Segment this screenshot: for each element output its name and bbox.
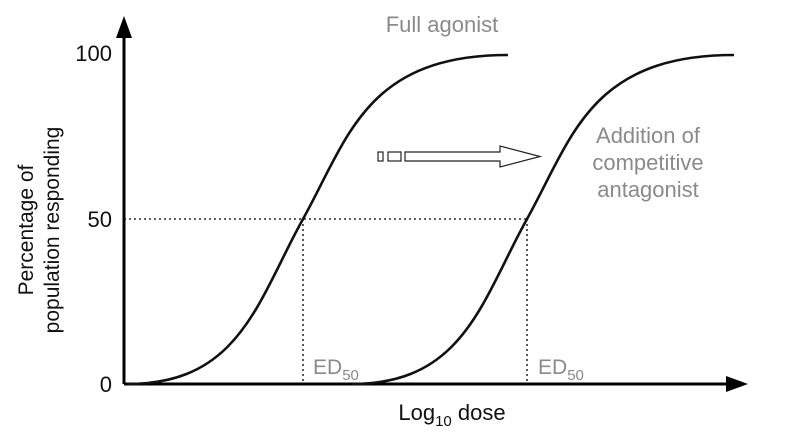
y-axis-label-line2: population responding	[41, 127, 64, 334]
full-agonist-curve	[127, 53, 509, 386]
ed50-label-2-subscript: 50	[567, 367, 584, 384]
x-axis-label-dose: dose	[452, 400, 506, 425]
ed50-label-2: ED50	[538, 356, 584, 384]
shift-arrow	[377, 145, 543, 168]
ed50-label-2-main: ED	[538, 356, 567, 379]
x-axis-arrowhead	[726, 376, 748, 392]
ed50-label-1-main: ED	[313, 356, 342, 379]
shift-arrow-dash-2	[387, 151, 402, 162]
y-axis-label-line1: Percentage of	[15, 164, 38, 295]
antagonist-label-line2: competitive	[592, 150, 703, 175]
shift-arrow-dash-1	[377, 151, 384, 162]
x-axis-label-log: Log	[398, 400, 435, 425]
y-axis-arrowhead	[116, 16, 132, 38]
full-agonist-label: Full agonist	[386, 12, 499, 37]
y-tick-0: 0	[100, 372, 112, 397]
ed50-label-1-subscript: 50	[342, 367, 359, 384]
y-tick-50: 50	[88, 207, 112, 232]
ed50-label-1: ED50	[313, 356, 359, 384]
x-axis-label-subscript: 10	[435, 413, 452, 430]
antagonist-label-line3: antagonist	[597, 177, 699, 202]
antagonist-curve	[351, 53, 735, 386]
shift-arrow-body	[404, 145, 543, 168]
x-axis-label: Log10 dose	[398, 400, 505, 430]
y-tick-100: 100	[75, 41, 112, 66]
antagonist-label-line1: Addition of	[596, 123, 701, 148]
